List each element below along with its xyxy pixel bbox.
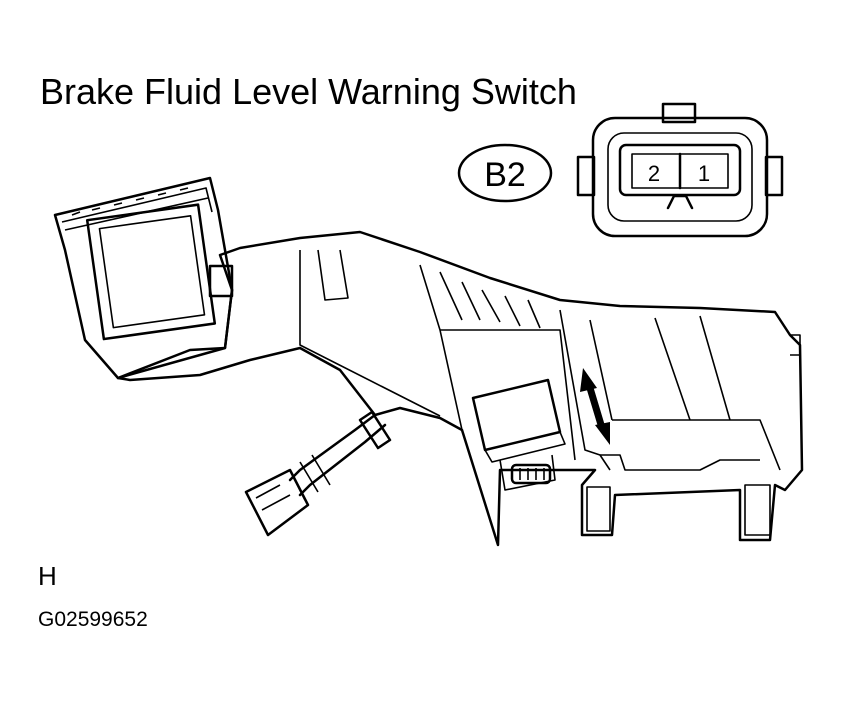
diagram-title: Brake Fluid Level Warning Switch xyxy=(40,71,577,112)
wire-harness xyxy=(244,410,392,537)
movement-arrow-icon xyxy=(580,368,610,445)
reservoir-body xyxy=(116,230,804,547)
connector-pin-1: 1 xyxy=(698,161,710,186)
float-switch xyxy=(471,378,566,491)
connector-badge-label: B2 xyxy=(484,156,526,194)
connector-badge: B2 xyxy=(457,143,553,203)
figure-code: G02599652 xyxy=(38,608,148,631)
view-label: H xyxy=(38,561,57,591)
connector-face: 2 1 xyxy=(576,102,784,238)
connector-pin-2: 2 xyxy=(648,161,660,186)
